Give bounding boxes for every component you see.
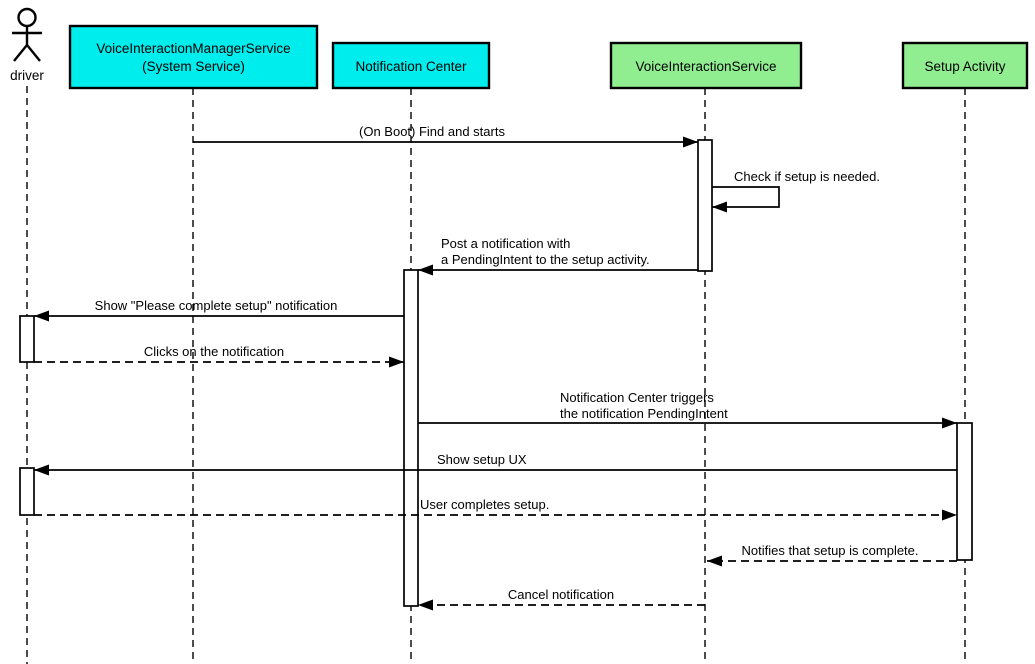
message-triggers-pending-intent: Notification Center triggers the notific… xyxy=(418,390,957,429)
message-label: Notifies that setup is complete. xyxy=(741,543,918,558)
activation-voice-interaction-service xyxy=(697,139,713,272)
actor-head-icon xyxy=(17,7,37,28)
message-label-line2: the notification PendingIntent xyxy=(560,406,728,421)
message-check-if-setup-needed: Check if setup is needed. xyxy=(712,169,880,213)
participant-voice-interaction-service: VoiceInteractionService xyxy=(609,41,803,90)
message-label: Show setup UX xyxy=(437,452,527,467)
participant-label-line2: (System Service) xyxy=(142,59,245,74)
message-label-line1: Post a notification with xyxy=(441,236,570,251)
message-notifies-setup-complete: Notifies that setup is complete. xyxy=(707,543,957,567)
message-on-boot-find-and-starts: (On Boot) Find and starts xyxy=(193,124,698,148)
participant-box-notification-center xyxy=(331,41,491,90)
participant-label: Setup Activity xyxy=(924,59,1005,74)
participant-voice-interaction-manager-service: VoiceInteractionManagerService (System S… xyxy=(68,24,319,90)
activation-notification-center xyxy=(403,269,419,607)
actor-leg-right-icon xyxy=(26,44,41,62)
participant-label-line1: VoiceInteractionManagerService xyxy=(96,41,290,56)
participant-label: Notification Center xyxy=(355,59,467,74)
message-label: Check if setup is needed. xyxy=(734,169,880,184)
message-show-setup-ux: Show setup UX xyxy=(34,452,957,476)
message-user-completes-setup: User completes setup. xyxy=(34,497,957,521)
message-clicks-on-notification: Clicks on the notification xyxy=(34,344,404,368)
message-label: Show "Please complete setup" notificatio… xyxy=(95,298,338,313)
message-post-notification: Post a notification with a PendingIntent… xyxy=(418,236,698,276)
participant-box-setup-activity xyxy=(901,41,1029,90)
message-show-complete-setup-notification: Show "Please complete setup" notificatio… xyxy=(34,298,404,322)
activation-driver-2 xyxy=(19,467,35,516)
activation-driver-1 xyxy=(19,315,35,363)
actor-driver-label: driver xyxy=(10,68,44,83)
message-cancel-notification: Cancel notification xyxy=(418,587,705,611)
activation-setup-activity xyxy=(956,422,973,561)
participant-box-voice-interaction-manager-service xyxy=(68,24,319,90)
message-self-loop xyxy=(712,186,780,213)
participant-setup-activity: Setup Activity xyxy=(901,41,1029,90)
message-label: Cancel notification xyxy=(508,587,614,602)
actor-leg-left-icon xyxy=(13,44,28,62)
actor-driver: driver xyxy=(10,7,44,83)
participant-box-voice-interaction-service xyxy=(609,41,803,90)
message-label: User completes setup. xyxy=(420,497,549,512)
message-label: (On Boot) Find and starts xyxy=(359,124,505,139)
message-label-line2: a PendingIntent to the setup activity. xyxy=(441,252,650,267)
message-label: Clicks on the notification xyxy=(144,344,284,359)
participant-label: VoiceInteractionService xyxy=(635,59,776,74)
message-label-line1: Notification Center triggers xyxy=(560,390,714,405)
participant-notification-center: Notification Center xyxy=(331,41,491,90)
